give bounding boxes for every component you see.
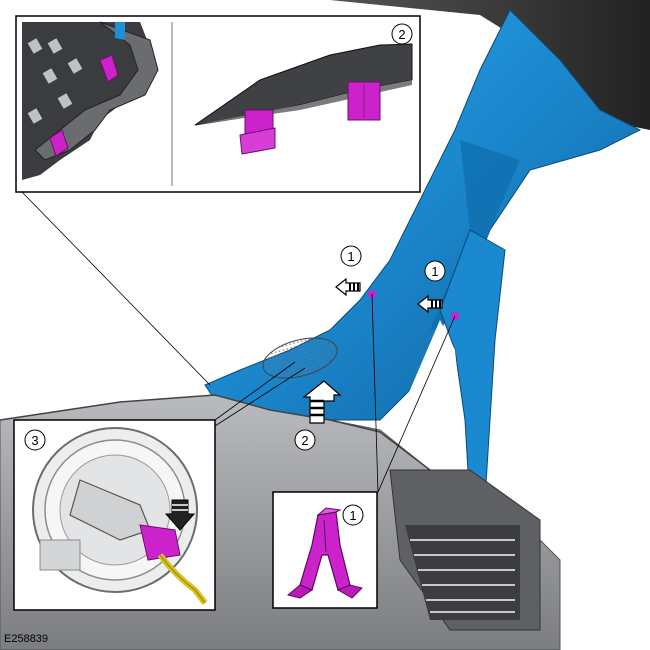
callout-inset-clip: 1 (342, 504, 364, 526)
leader-left (371, 293, 379, 493)
callout-main-clip-right: 1 (424, 260, 446, 282)
speaker-connector (69, 479, 151, 541)
trim-clip-left (239, 109, 276, 155)
dash-edge (0, 394, 481, 501)
svg-text:1: 1 (349, 508, 356, 523)
svg-text:3: 3 (31, 433, 38, 448)
inset-top-left-view (22, 21, 170, 186)
callout-inset-top: 2 (391, 23, 413, 45)
figure-id: E258839 (4, 633, 48, 645)
inset-top: 2 (15, 15, 421, 386)
removal-arrow-left (335, 277, 361, 297)
air-vent (389, 469, 541, 631)
leader-top-inset (21, 191, 211, 386)
roof-panel (330, 0, 650, 130)
callout-main-clip-left: 1 (340, 245, 362, 267)
trim-clip-right (347, 81, 381, 121)
leader-right (377, 315, 456, 493)
callout-main-trim: 2 (294, 429, 316, 451)
trim-lift-arrow (302, 380, 342, 424)
speaker-grille (262, 337, 338, 379)
svg-text:2: 2 (398, 27, 405, 42)
inset-top-right-view (194, 43, 413, 155)
leader-speaker-a (214, 361, 296, 421)
pin-clip-illustration (286, 507, 363, 599)
svg-text:1: 1 (347, 249, 354, 264)
window-opening (380, 320, 465, 470)
connector-release-arrow (164, 499, 196, 531)
svg-text:1: 1 (431, 264, 438, 279)
callout-inset-speaker: 3 (24, 429, 46, 451)
svg-text:2: 2 (301, 433, 308, 448)
inset-clip: 1 (272, 491, 378, 609)
inset-speaker: 3 (13, 361, 306, 611)
leader-speaker-b (214, 367, 306, 427)
removal-arrow-right (417, 294, 443, 314)
